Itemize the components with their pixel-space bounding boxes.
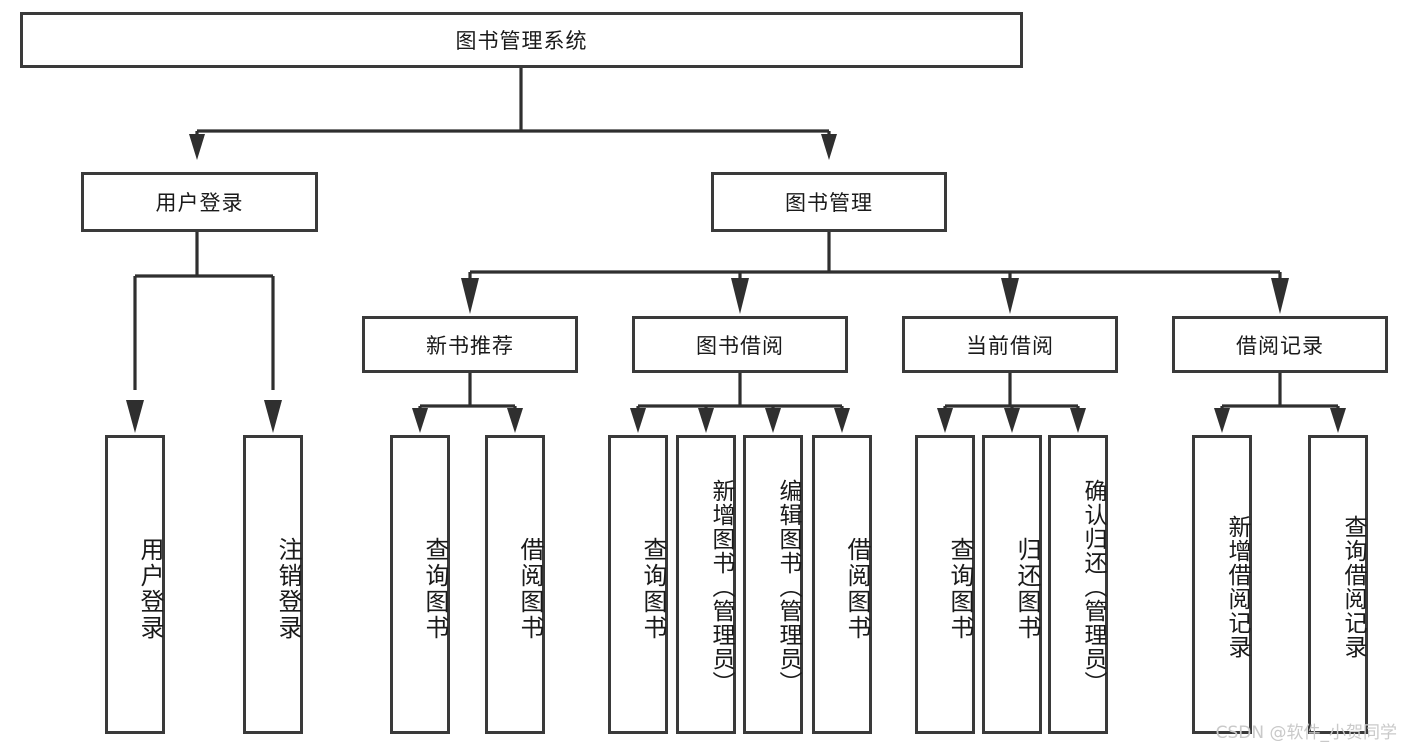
node-user-login[interactable]: 用户登录 [81, 172, 318, 232]
leaf-current-borrow-2[interactable]: 归还图书 [982, 435, 1042, 734]
leaf-label: 新增借阅记录 [1224, 514, 1250, 659]
node-new-book-recommend[interactable]: 新书推荐 [362, 316, 578, 373]
leaf-user-login-1[interactable]: 用户登录 [105, 435, 165, 734]
arrow-current-borrow-leaf-2 [1004, 408, 1020, 433]
arrow-new-book [461, 278, 479, 314]
leaf-borrow-records-1[interactable]: 新增借阅记录 [1192, 435, 1252, 734]
node-root-label: 图书管理系统 [455, 29, 588, 53]
leaf-label: 注销登录 [274, 536, 302, 641]
node-current-borrow-label: 当前借阅 [966, 333, 1054, 358]
arrow-user-login [189, 134, 205, 160]
leaf-new-book-2[interactable]: 借阅图书 [485, 435, 545, 734]
leaf-borrow-records-2[interactable]: 查询借阅记录 [1308, 435, 1368, 734]
arrow-book-borrow-leaf-2 [698, 408, 714, 433]
arrow-book-borrow-leaf-4 [834, 408, 850, 433]
node-book-borrow[interactable]: 图书借阅 [632, 316, 848, 373]
leaf-label: 查询图书 [639, 536, 667, 641]
arrow-borrow-records-leaf-2 [1330, 408, 1346, 433]
leaf-current-borrow-3[interactable]: 确认归还（管理员） [1048, 435, 1108, 734]
arrow-new-book-leaf-2 [507, 408, 523, 433]
leaf-book-borrow-1[interactable]: 查询图书 [608, 435, 668, 734]
node-book-manage-label: 图书管理 [785, 191, 873, 215]
leaf-label: 查询图书 [946, 536, 974, 641]
leaf-label: 查询图书 [421, 536, 449, 641]
arrow-current-borrow [1001, 278, 1019, 314]
arrow-book-borrow-leaf-3 [765, 408, 781, 433]
arrow-borrow-records [1271, 278, 1289, 314]
arrow-book-borrow [731, 278, 749, 314]
leaf-current-borrow-1[interactable]: 查询图书 [915, 435, 975, 734]
leaf-label: 归还图书 [1013, 536, 1041, 641]
node-book-manage[interactable]: 图书管理 [711, 172, 947, 232]
arrow-user-login-leaf-2 [264, 400, 282, 433]
leaf-book-borrow-3[interactable]: 编辑图书（管理员） [743, 435, 803, 734]
node-root[interactable]: 图书管理系统 [20, 12, 1023, 68]
csdn-watermark: CSDN @软件_小贺同学 [1215, 723, 1397, 743]
node-book-borrow-label: 图书借阅 [696, 333, 784, 358]
arrow-user-login-leaf-1 [126, 400, 144, 433]
node-borrow-records[interactable]: 借阅记录 [1172, 316, 1388, 373]
leaf-label: 用户登录 [136, 536, 164, 641]
arrow-current-borrow-leaf-3 [1070, 408, 1086, 433]
leaf-label: 确认归还（管理员） [1080, 478, 1106, 695]
leaf-label: 借阅图书 [516, 536, 544, 641]
arrow-book-manage [821, 134, 837, 160]
node-user-login-label: 用户登录 [155, 191, 244, 215]
arrow-book-borrow-leaf-1 [630, 408, 646, 433]
leaf-label: 编辑图书（管理员） [775, 478, 801, 695]
arrow-current-borrow-leaf-1 [937, 408, 953, 433]
node-borrow-records-label: 借阅记录 [1236, 333, 1324, 358]
leaf-book-borrow-4[interactable]: 借阅图书 [812, 435, 872, 734]
arrow-borrow-records-leaf-1 [1214, 408, 1230, 433]
leaf-label: 新增图书（管理员） [708, 478, 734, 695]
leaf-label: 查询借阅记录 [1340, 514, 1366, 659]
leaf-new-book-1[interactable]: 查询图书 [390, 435, 450, 734]
node-current-borrow[interactable]: 当前借阅 [902, 316, 1118, 373]
leaf-user-login-2[interactable]: 注销登录 [243, 435, 303, 734]
leaf-label: 借阅图书 [843, 536, 871, 641]
leaf-book-borrow-2[interactable]: 新增图书（管理员） [676, 435, 736, 734]
arrow-new-book-leaf-1 [412, 408, 428, 433]
node-new-book-recommend-label: 新书推荐 [426, 333, 514, 358]
